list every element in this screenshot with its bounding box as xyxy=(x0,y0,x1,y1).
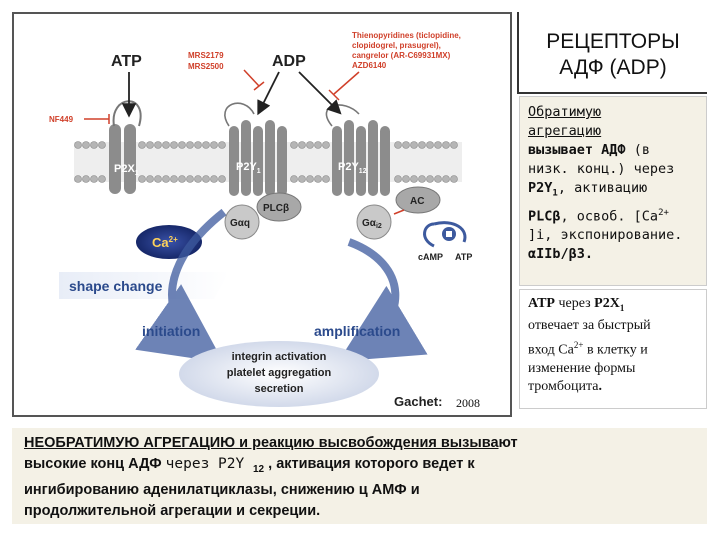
svg-text:AC: AC xyxy=(410,196,424,207)
p2x1-receptor: P2X1 xyxy=(109,100,142,194)
slide-title: РЕЦЕПТОРЫ АДФ (ADP) xyxy=(517,12,707,94)
reversible-label-1: Обратимую xyxy=(528,104,602,120)
svg-text:clopidogrel, prasugrel),: clopidogrel, prasugrel), xyxy=(352,41,441,50)
p2y1-receptor: P2Y1 xyxy=(224,102,287,196)
platelet-adp-receptor-diagram: P2X1 P2Y1 P2Y12 ATP ADP MRS2179 MRS2500 … xyxy=(12,12,512,417)
outcome-secretion: secretion xyxy=(255,383,304,395)
title-line-1: РЕЦЕПТОРЫ xyxy=(546,30,680,53)
adp-p2y12-arrow xyxy=(298,71,342,115)
svg-text:Gαi2: Gαi2 xyxy=(362,218,382,230)
nf449-label: NF449 xyxy=(49,115,74,124)
svg-text:AZD6140: AZD6140 xyxy=(352,61,387,70)
outcomes-oval: integrin activation platelet aggregation… xyxy=(179,341,379,407)
thienopyridines-label: Thienopyridines (ticlopidine, clopidogre… xyxy=(352,31,461,70)
atp-label: ATP xyxy=(111,53,142,70)
thieno-inhibition xyxy=(333,71,360,95)
irreversible-aggregation-text: НЕОБРАТИМУЮ АГРЕГАЦИЮ и реакцию высвобож… xyxy=(12,428,707,524)
amplification-arrow xyxy=(338,238,428,362)
atp-small-label: ATP xyxy=(455,252,472,262)
year-label: 2008 xyxy=(456,396,480,410)
mrs-inhibition xyxy=(243,69,260,87)
title-line-2: АДФ (ADP) xyxy=(559,56,667,79)
shape-change-label: shape change xyxy=(69,278,163,294)
mrs2179-label: MRS2179 xyxy=(188,51,224,60)
svg-text:Gαq: Gαq xyxy=(230,218,250,229)
p2y12-receptor: P2Y12 xyxy=(325,104,390,196)
gachet-label: Gachet: xyxy=(394,394,442,409)
p2y1-label: P2Y1 xyxy=(236,161,261,175)
svg-text:PLCβ: PLCβ xyxy=(263,203,289,214)
svg-text:Ca2+: Ca2+ xyxy=(152,235,178,250)
initiation-label: initiation xyxy=(142,323,200,339)
gaq-protein: Gαq xyxy=(224,204,260,240)
initiation-arrow xyxy=(135,208,227,363)
adenylyl-cyclase: AC xyxy=(395,186,441,214)
svg-text:cangrelor (AR-C69931MX): cangrelor (AR-C69931MX) xyxy=(352,51,451,60)
outcome-integrin: integrin activation xyxy=(232,351,327,363)
adp-p2y1-arrow xyxy=(257,71,280,116)
reversible-aggregation-text: Обратимую агрегацию вызывает АДФ (в низк… xyxy=(519,96,707,286)
outcome-aggregation: platelet aggregation xyxy=(227,367,332,379)
camp-label: cAMP xyxy=(418,252,443,262)
mrs2500-label: MRS2500 xyxy=(188,62,224,71)
svg-text:Thienopyridines (ticlopidine,: Thienopyridines (ticlopidine, xyxy=(352,31,461,40)
p2y12-label: P2Y12 xyxy=(338,161,367,175)
reversible-label-2: агрегацию xyxy=(528,123,602,139)
plc-enzyme: PLCβ xyxy=(256,192,302,222)
adp-label: ADP xyxy=(272,53,306,70)
amplification-label: amplification xyxy=(314,323,400,339)
camp-cycle: cAMP ATP xyxy=(418,221,472,262)
gai-protein: Gαi2 xyxy=(356,204,392,240)
p2x1-label: P2X1 xyxy=(114,163,139,177)
atp-p2x1-text: ATP через P2X1 отвечает за быстрый вход … xyxy=(519,289,707,409)
